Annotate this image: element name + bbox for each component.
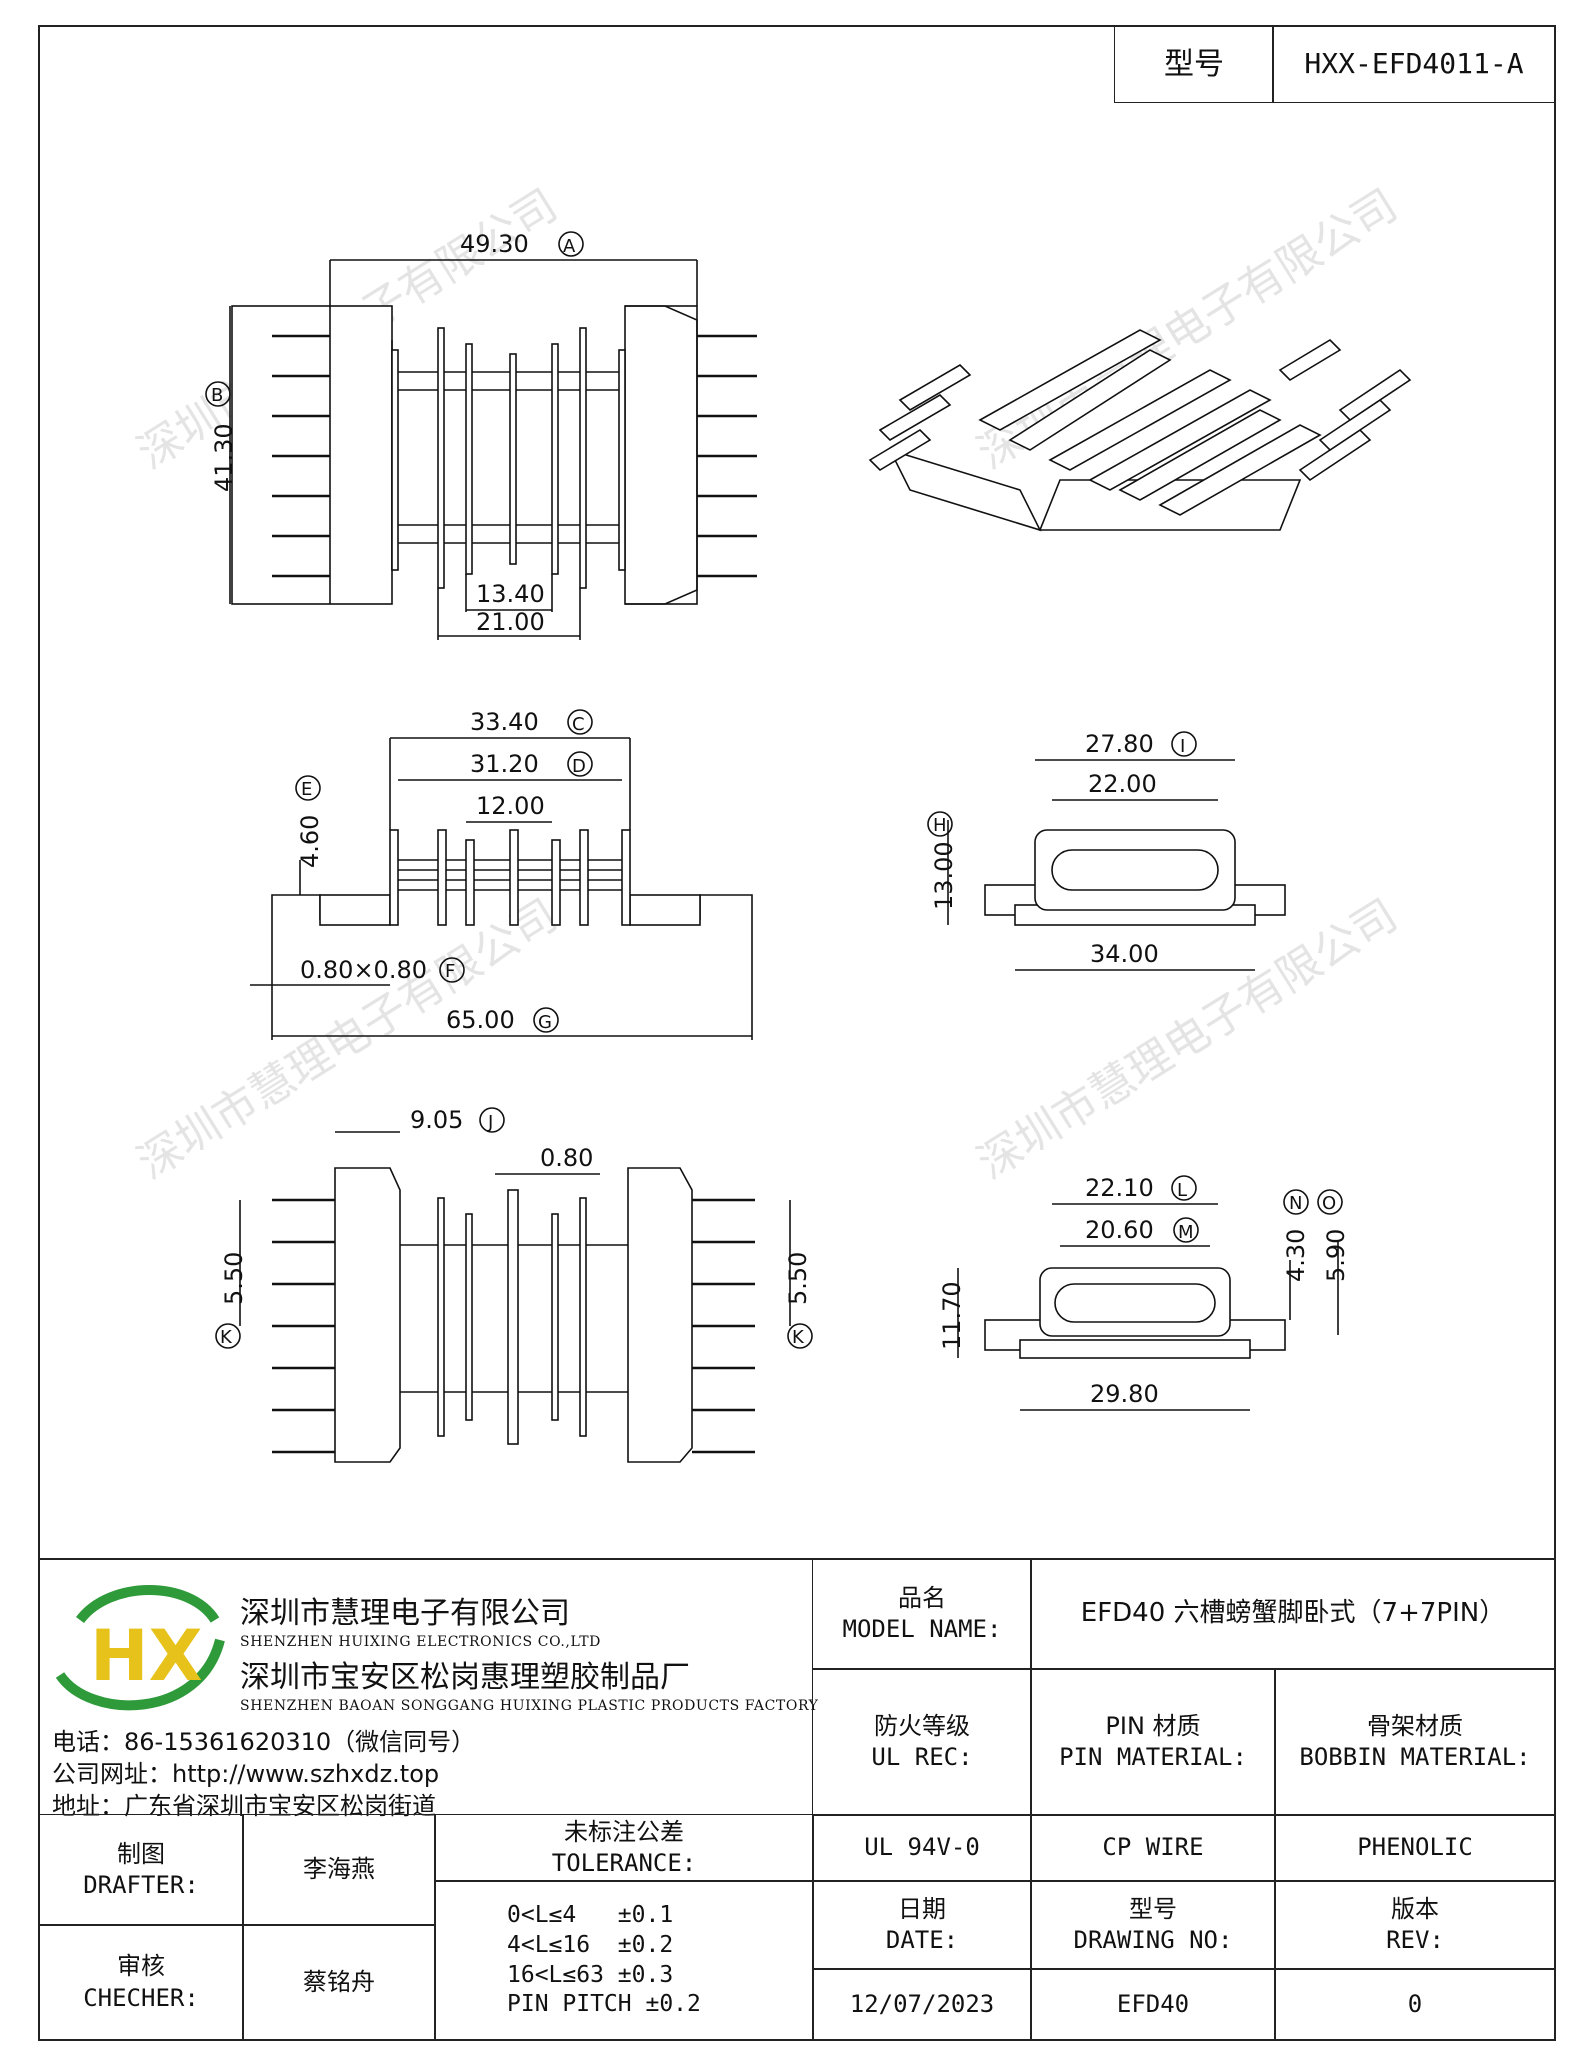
dim-top-base: 21.00 — [476, 608, 545, 636]
dim-i-tag: I — [1180, 736, 1185, 757]
bottom-view: 9.05 J 0.80 5.50 K 5.50 K — [215, 1106, 813, 1463]
top-view-pins-right — [697, 334, 757, 578]
rev-value: 0 — [1274, 1968, 1556, 2041]
tolerance-values: 0<L≤4 ±0.1 4<L≤16 ±0.2 16<L≤63 ±0.3 PIN … — [434, 1880, 814, 2041]
dim-n-tag: N — [1289, 1193, 1302, 1214]
company-phone: 电话：86-15361620310（微信同号） — [52, 1728, 476, 1756]
top-view: 49.30 A 41.30 B 13.40 21.00 — [205, 230, 757, 640]
dim-side-mid: 12.00 — [476, 792, 545, 820]
header-model-value: HXX-EFD4011-A — [1272, 25, 1556, 103]
side-view: 33.40 C 31.20 D 12.00 4.60 E 0.80×0.80 F… — [250, 708, 753, 1040]
dim-k-right-value: 5.50 — [784, 1252, 812, 1305]
dim-k-left-tag: K — [220, 1327, 233, 1348]
ul-rec-value: UL 94V-0 — [812, 1814, 1032, 1882]
header-model-label: 型号 — [1114, 25, 1274, 103]
dim-e-tag: E — [301, 779, 312, 800]
dim-top-inner: 13.40 — [476, 580, 545, 608]
top-view-pins-left — [272, 334, 330, 578]
dim-a-tag: A — [563, 236, 576, 257]
dim-d-tag: D — [572, 756, 586, 777]
watermark-4: 深圳市慧理电子有限公司 — [969, 890, 1406, 1190]
dim-h-value: 13.00 — [930, 841, 958, 910]
dim-j-tag: J — [487, 1112, 493, 1133]
dim-slot-value: 0.80 — [540, 1144, 593, 1172]
bottom-view-pins — [272, 1198, 755, 1454]
company-name-2: 深圳市宝安区松岗惠理塑胶制品厂 — [240, 1660, 690, 1695]
bobbin-material-value: PHENOLIC — [1274, 1814, 1556, 1882]
tolerance-line-2: 4<L≤16 ±0.2 — [507, 1931, 674, 1958]
dim-k-right-tag: K — [792, 1327, 805, 1348]
company-name-2-en: SHENZHEN BAOAN SONGGANG HUIXING PLASTIC … — [240, 1698, 819, 1714]
dim-m-tag: M — [1178, 1222, 1194, 1243]
drafter-value: 李海燕 — [242, 1814, 436, 1926]
dim-l-tag: L — [1177, 1180, 1187, 1201]
tolerance-line-4: PIN PITCH ±0.2 — [507, 1991, 701, 2018]
dim-b-value: 41.30 — [210, 423, 238, 492]
watermark-3: 深圳市慧理电子有限公司 — [129, 890, 566, 1190]
pin-material-value: CP WIRE — [1030, 1814, 1276, 1882]
dim-end2-h: 11.70 — [938, 1281, 966, 1350]
dim-end-base: 34.00 — [1090, 940, 1159, 968]
company-name-1-en: SHENZHEN HUIXING ELECTRONICS CO.,LTD — [240, 1634, 601, 1650]
dim-c-value: 33.40 — [470, 708, 539, 736]
dim-end-inner: 22.00 — [1088, 770, 1157, 798]
dim-c-tag: C — [572, 714, 585, 735]
tolerance-line-3: 16<L≤63 ±0.3 — [507, 1961, 674, 1988]
dim-o-value: 5.90 — [1322, 1229, 1350, 1282]
technical-drawing: 深圳市慧理电子有限公司 深圳市慧理电子有限公司 深圳市慧理电子有限公司 深圳市慧… — [129, 180, 1412, 1463]
company-name-1: 深圳市慧理电子有限公司 — [240, 1596, 570, 1631]
dim-g-value: 65.00 — [446, 1006, 515, 1034]
dim-b-tag: B — [211, 385, 223, 406]
dim-h-tag: H — [933, 815, 947, 836]
tolerance-line-1: 0<L≤4 ±0.1 — [507, 1901, 674, 1928]
dim-l-value: 22.10 — [1085, 1174, 1154, 1202]
dim-a-value: 49.30 — [460, 230, 529, 258]
dim-j-value: 9.05 — [410, 1106, 463, 1134]
company-web: 公司网址：http://www.szhxdz.top — [52, 1760, 440, 1788]
dim-f-value: 0.80×0.80 — [300, 956, 427, 984]
model-name-value: EFD40 六槽螃蟹脚卧式（7+7PIN） — [1030, 1558, 1556, 1670]
dim-o-tag: O — [1322, 1193, 1336, 1214]
logo-h: HX — [90, 1615, 203, 1697]
title-block — [38, 1558, 1556, 2043]
checker-value: 蔡铭舟 — [242, 1924, 436, 2041]
end-view-upper: 27.80 I 22.00 13.00 H 34.00 — [927, 730, 1286, 971]
dim-f-tag: F — [445, 961, 455, 982]
dim-e-value: 4.60 — [296, 815, 324, 868]
dim-d-value: 31.20 — [470, 750, 539, 778]
dim-k-left-value: 5.50 — [220, 1252, 248, 1305]
dim-n-value: 4.30 — [1282, 1229, 1310, 1282]
company-address: 地址：广东省深圳市宝安区松岗街道 — [52, 1792, 436, 1820]
drawing-no-value: EFD40 — [1030, 1968, 1276, 2041]
dim-m-value: 20.60 — [1085, 1216, 1154, 1244]
isometric-view — [868, 329, 1412, 532]
company-logo: HX — [55, 1585, 225, 1711]
date-value: 12/07/2023 — [812, 1968, 1032, 2041]
dim-i-value: 27.80 — [1085, 730, 1154, 758]
end-view-lower: 22.10 L 20.60 M 4.30 N 5.90 O 11.70 29.8… — [938, 1174, 1350, 1411]
dim-end2-base: 29.80 — [1090, 1380, 1159, 1408]
dim-g-tag: G — [538, 1012, 552, 1033]
